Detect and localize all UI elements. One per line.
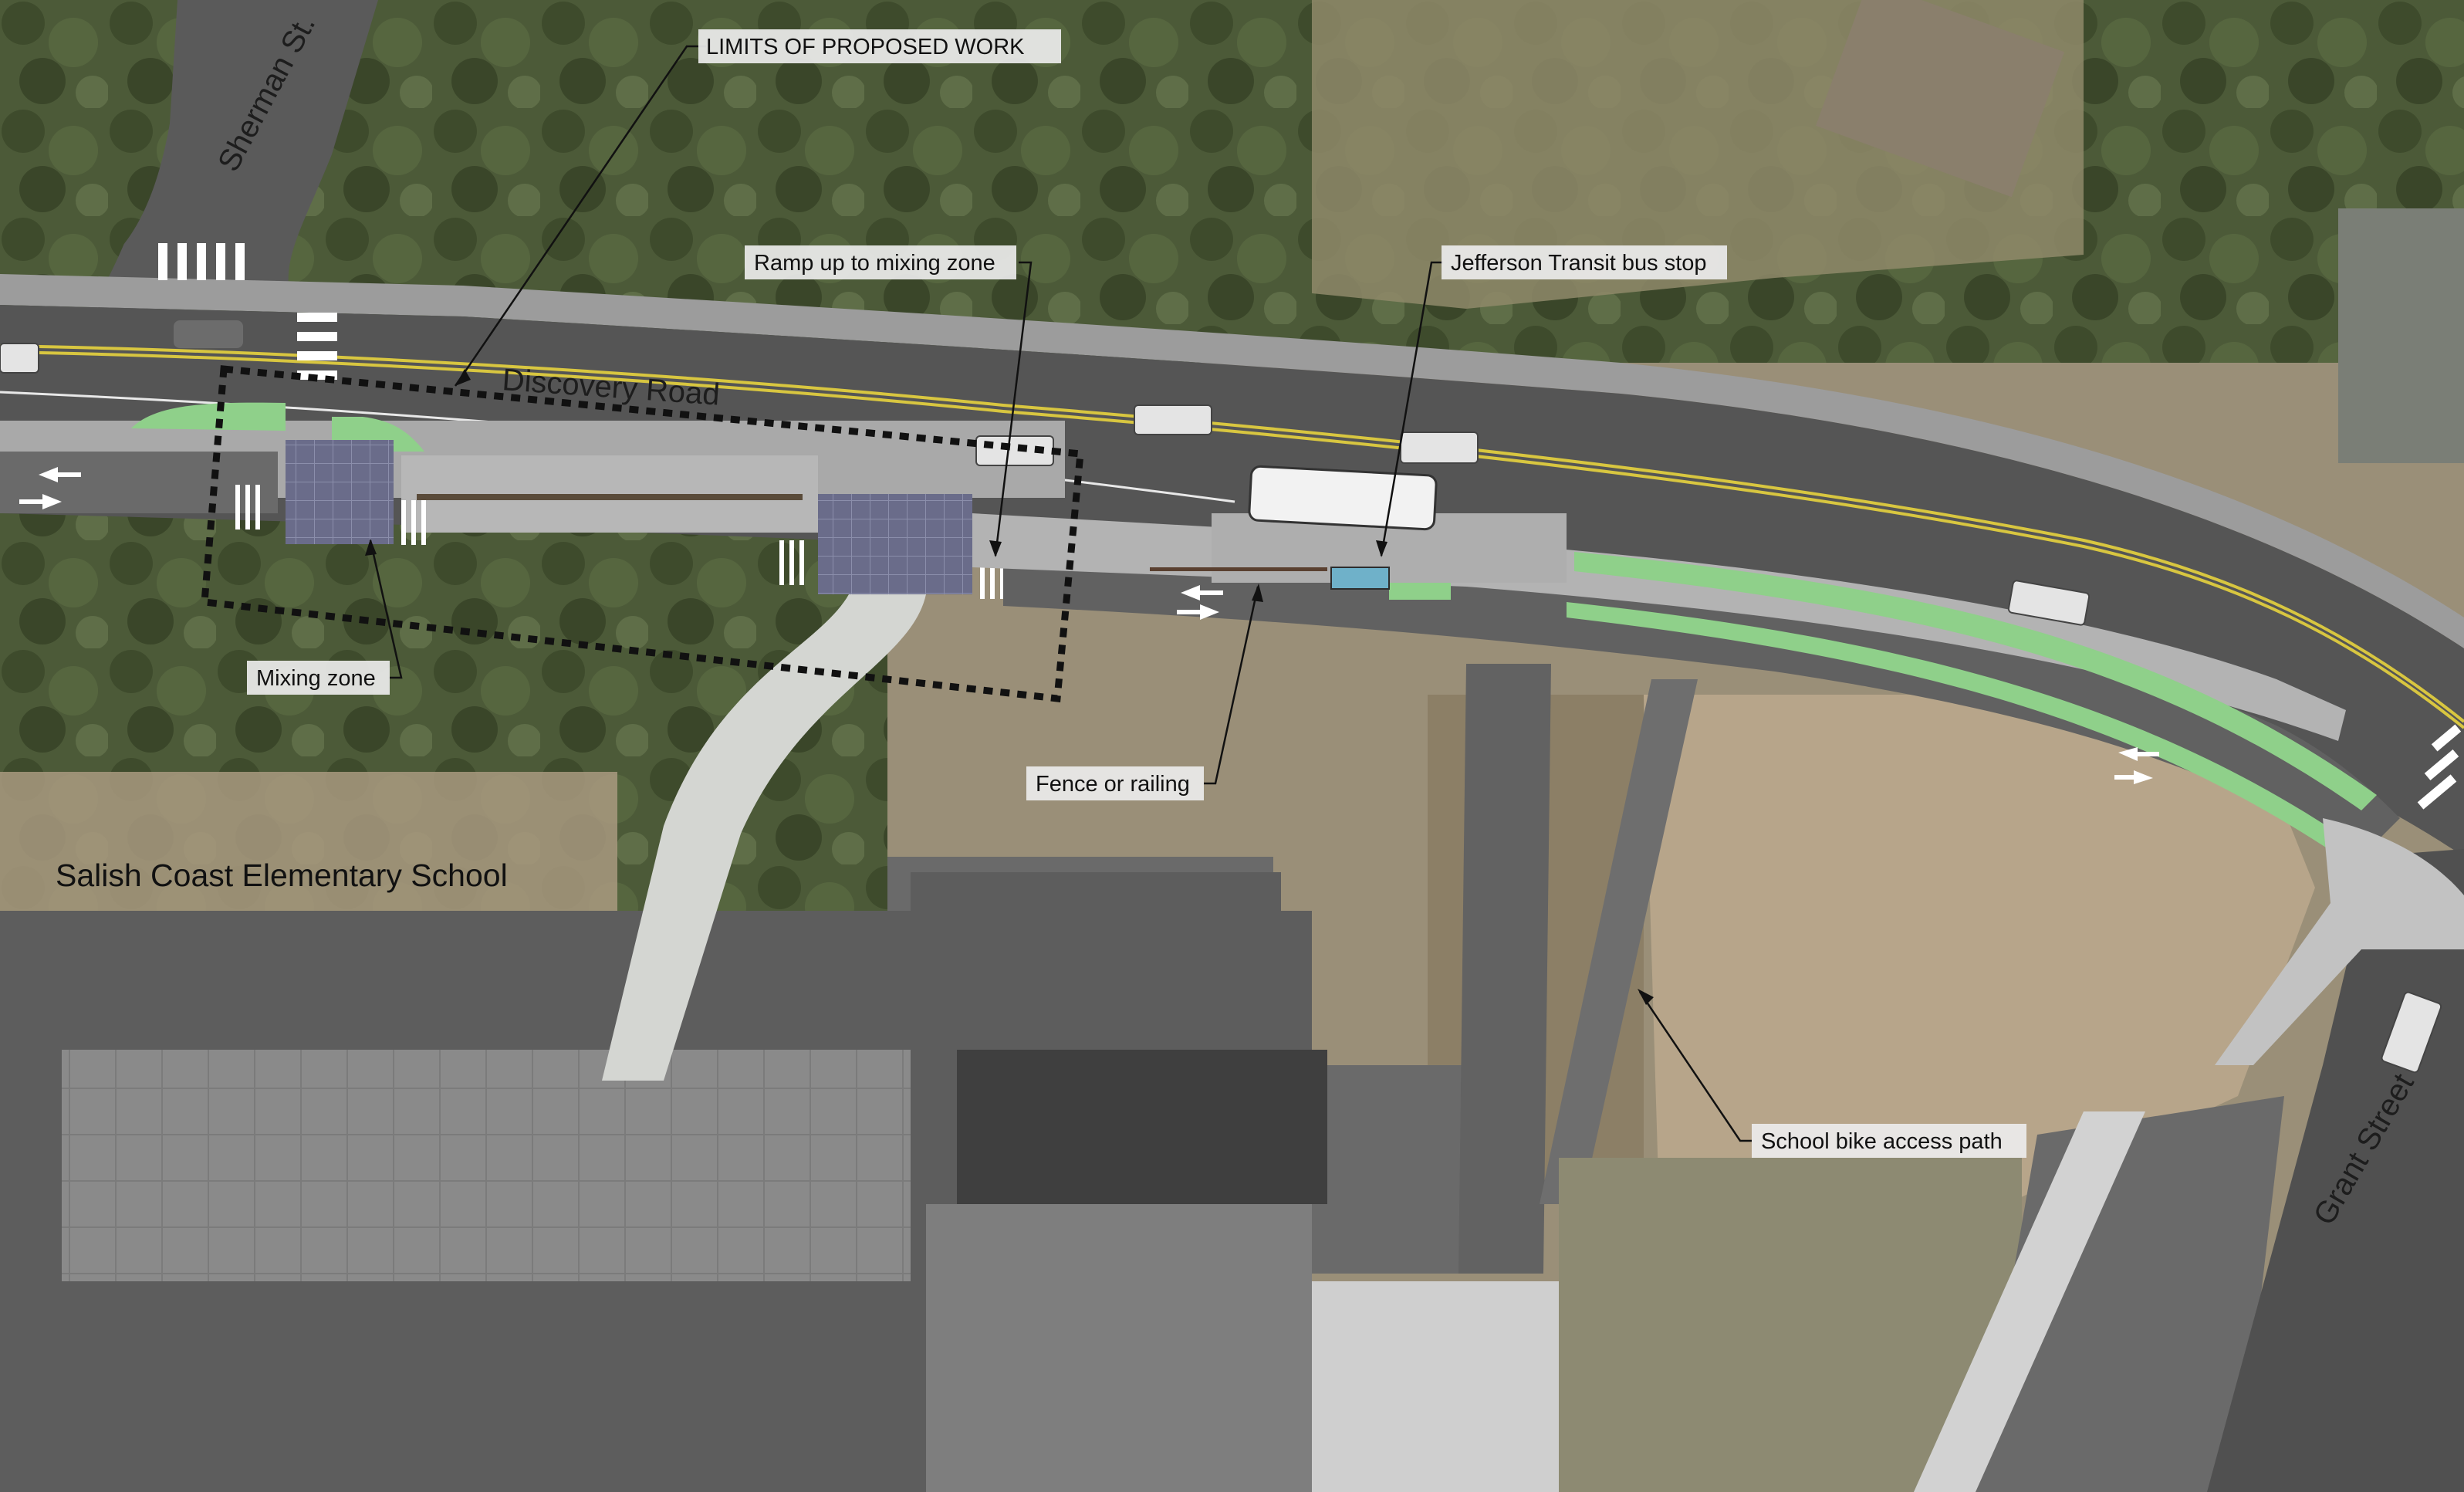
place-label-school: Salish Coast Elementary School xyxy=(56,858,508,893)
ramp-leader xyxy=(994,261,1033,557)
school-field xyxy=(1644,695,2315,1204)
fence-railing xyxy=(1150,567,1327,571)
bike-access-path-surface xyxy=(1540,679,1698,1204)
school-roof-east xyxy=(926,1204,1312,1492)
vehicles xyxy=(0,320,2442,1074)
green-buffer-1 xyxy=(131,402,286,431)
bike-path-arrowhead xyxy=(1638,989,1654,1005)
ramp-arrowhead xyxy=(989,540,1002,557)
north-house-roof xyxy=(1816,0,2065,198)
mixing-zone-west[interactable] xyxy=(286,440,394,544)
north-shoulder xyxy=(0,274,2464,648)
school-roof-dark xyxy=(957,1050,1327,1204)
mixing-zone-arrowhead xyxy=(365,539,377,556)
discovery-centerline xyxy=(0,344,2464,723)
east-house-roof xyxy=(2338,208,2464,463)
fence-leader xyxy=(1204,586,1259,785)
grant-sidewalk-diagonal xyxy=(1914,1111,2145,1492)
planter-strip xyxy=(417,494,803,500)
callout-limits: LIMITS OF PROPOSED WORK xyxy=(706,35,1025,59)
school-roof-light xyxy=(62,1050,911,1281)
school-walkway xyxy=(602,594,926,1081)
callout-box-mixing-zone xyxy=(247,661,390,695)
limits-arrowhead xyxy=(455,369,471,386)
callout-mixing-zone: Mixing zone xyxy=(256,666,376,691)
green-pad-bus xyxy=(1389,583,1451,600)
limits-of-work-boundary xyxy=(201,365,1084,702)
callout-bus-stop: Jefferson Transit bus stop xyxy=(1451,251,1707,276)
callout-fence: Fence or railing xyxy=(1036,772,1190,797)
south-bikeway-east xyxy=(1003,556,2400,857)
callout-ramp: Ramp up to mixing zone xyxy=(754,251,995,276)
bus-stop-arrowhead xyxy=(1376,540,1387,557)
bus-stop-leader xyxy=(1380,261,1443,557)
dry-ground-west xyxy=(0,772,617,911)
callout-box-limits xyxy=(698,29,1061,63)
grant-corner-sidewalk xyxy=(2215,818,2464,1065)
sherman-northwest-corner xyxy=(0,0,177,301)
mixing-zone-leader xyxy=(369,540,403,679)
school-driveway xyxy=(1458,664,1551,1274)
fence-arrowhead xyxy=(1252,584,1263,602)
grant-crosswalk xyxy=(2417,724,2462,810)
callout-box-bus-stop xyxy=(1442,245,1727,279)
callout-box-ramp xyxy=(745,245,1016,279)
bike-lane-arrows xyxy=(19,467,2159,784)
sherman-crosswalk xyxy=(158,243,337,380)
transit-bus xyxy=(1248,465,1438,531)
school-plaza xyxy=(1312,1281,1559,1492)
bus-stop-shelter[interactable] xyxy=(1330,567,1390,590)
discovery-centerline-2 xyxy=(0,350,2464,729)
callout-box-bike-path xyxy=(1752,1124,2026,1158)
sherman-street-surface xyxy=(93,0,378,309)
bike-path-leader xyxy=(1638,991,1752,1142)
green-buffer-east xyxy=(1574,552,2377,810)
bikeway-crosswalk-markings xyxy=(235,485,1005,599)
mixing-zone-east[interactable] xyxy=(818,494,972,594)
callout-box-fence xyxy=(1026,766,1204,800)
callout-bike-path: School bike access path xyxy=(1761,1129,2003,1154)
